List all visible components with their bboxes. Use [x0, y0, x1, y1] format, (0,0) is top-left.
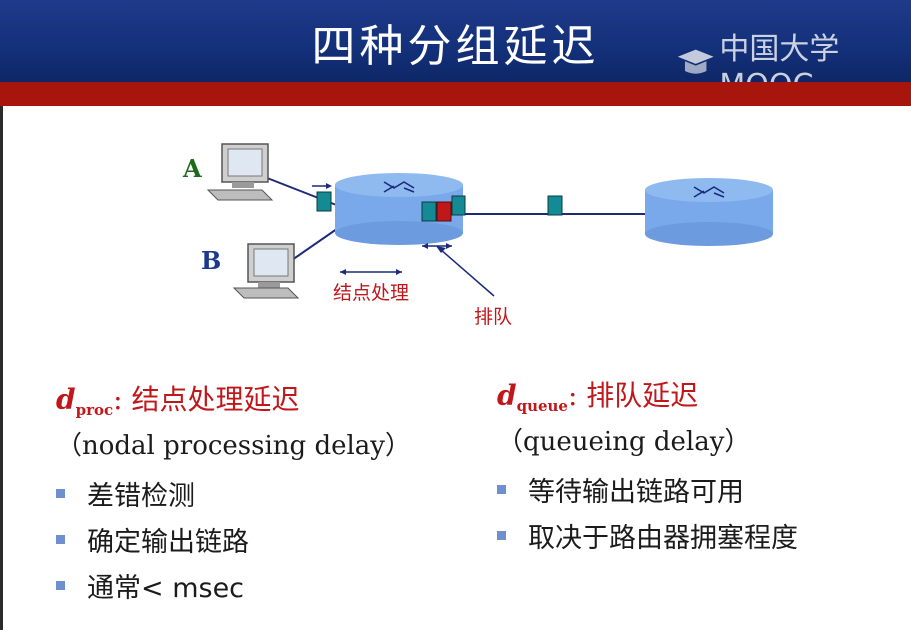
bullet-square-icon	[497, 530, 506, 540]
queue-heading-text: : 排队延迟	[567, 379, 699, 412]
proc-subscript: proc	[75, 401, 114, 419]
bullet-text: 等待输出链路可用	[528, 476, 744, 508]
arrival-arrowhead	[326, 183, 332, 189]
packet-arriving	[316, 191, 332, 212]
proc-heading: dproc: 结点处理延迟	[56, 378, 411, 419]
proc-delay-section: dproc: 结点处理延迟 （nodal processing delay） 差…	[56, 378, 411, 608]
list-item: 差错检测	[56, 470, 411, 516]
queue-label: 排队	[474, 306, 513, 328]
bullet-text: 通常< msec	[87, 572, 245, 604]
queue-delay-section: dqueue: 排队延迟 （queueing delay） 等待输出链路可用 取…	[497, 374, 798, 558]
proc-heading-text: : 结点处理延迟	[113, 383, 300, 416]
header-stripe	[0, 82, 911, 106]
slide-edge	[0, 106, 3, 630]
queue-pointer	[439, 248, 495, 297]
packet-transmitting	[436, 201, 452, 222]
packet-queued	[421, 201, 437, 222]
list-item: 等待输出链路可用	[497, 466, 798, 512]
packet-in-transit	[547, 195, 563, 216]
proc-subheading: （nodal processing delay）	[56, 431, 411, 461]
proc-bullet-list: 差错检测 确定输出链路 通常< msec	[56, 470, 411, 608]
bullet-square-icon	[56, 580, 65, 590]
list-item: 确定输出链路	[56, 516, 411, 562]
link-a	[261, 175, 345, 209]
queue-symbol: d	[497, 379, 517, 412]
slide-title: 四种分组延迟	[311, 21, 600, 72]
queue-subscript: queue	[516, 397, 568, 415]
queue-heading: dqueue: 排队延迟	[497, 374, 798, 415]
bullet-text: 确定输出链路	[87, 526, 249, 558]
router-2-icon	[645, 178, 773, 246]
proc-symbol: d	[56, 383, 76, 416]
bullet-square-icon	[56, 534, 65, 544]
packet-output	[451, 195, 466, 216]
queue-subheading: （queueing delay）	[497, 427, 751, 457]
host-b-computer-icon	[232, 243, 300, 299]
mooc-logo-icon	[677, 49, 714, 74]
bullet-text: 差错检测	[87, 480, 195, 512]
bullet-text: 取决于路由器拥塞程度	[528, 522, 798, 554]
host-b-label: B	[201, 246, 222, 275]
host-a-label: A	[183, 154, 202, 183]
slide-header: 四种分组延迟 中国大学MOOC	[0, 0, 911, 103]
delay-diagram: A B 结点处理 排队	[0, 106, 911, 346]
list-item: 通常< msec	[56, 562, 411, 608]
host-a-computer-icon	[206, 143, 274, 201]
watermark: 中国大学MOOC	[676, 32, 911, 103]
bullet-square-icon	[56, 488, 65, 498]
network-diagram	[206, 143, 773, 299]
list-item: 取决于路由器拥塞程度	[497, 512, 798, 558]
queue-bullet-list: 等待输出链路可用 取决于路由器拥塞程度	[497, 466, 798, 558]
bullet-square-icon	[497, 484, 506, 494]
nodal-processing-label: 结点处理	[333, 282, 410, 304]
